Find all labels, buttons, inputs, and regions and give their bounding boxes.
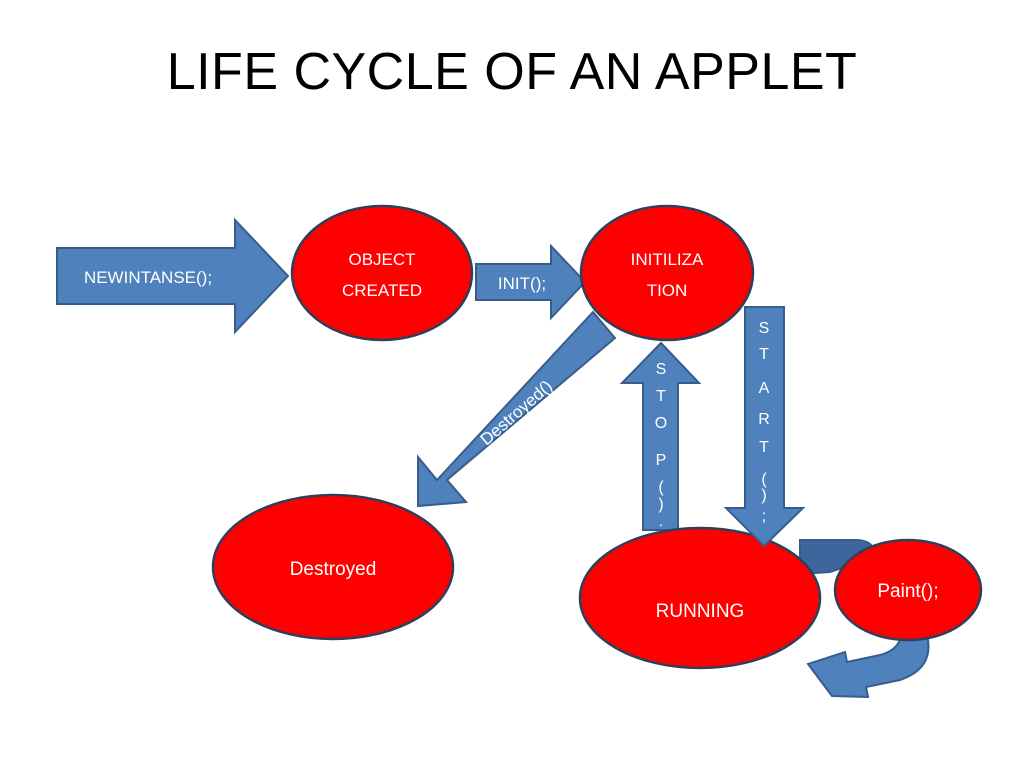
paint-node-label: Paint(); xyxy=(877,581,938,602)
start-arrow: S T A R T ( ) ; xyxy=(723,306,806,548)
stop-letter: ( xyxy=(658,479,664,496)
stop-letter: S xyxy=(656,361,667,378)
destroyed-node: Destroyed xyxy=(211,493,455,641)
start-letter: R xyxy=(758,411,770,428)
destroyed-arrow: Destroyed() xyxy=(417,310,617,508)
destroyed-arrow-label: Destroyed() xyxy=(477,377,556,450)
stop-letter: O xyxy=(655,415,667,432)
object-created-label-line2: CREATED xyxy=(342,281,422,300)
start-letter: ) xyxy=(761,487,766,504)
stop-letter: ; xyxy=(659,520,663,537)
stop-letter: P xyxy=(656,452,667,469)
start-letter: S xyxy=(759,320,770,337)
initialization-node: INITILIZA TION xyxy=(579,204,755,342)
start-letter: T xyxy=(759,439,769,456)
running-node: RUNNING xyxy=(578,526,822,670)
object-created-label-line1: OBJECT xyxy=(348,250,415,269)
stop-letter: T xyxy=(656,388,666,405)
start-letter: A xyxy=(759,380,770,397)
destroyed-node-label: Destroyed xyxy=(290,559,377,580)
stop-letter: ) xyxy=(658,496,663,513)
slide-title: LIFE CYCLE OF AN APPLET xyxy=(166,43,858,101)
stop-arrow: S T O P ( ) ; xyxy=(619,341,702,537)
initialization-label-line1: INITILIZA xyxy=(631,250,704,269)
init-arrow: INIT(); xyxy=(475,243,587,321)
newinstance-arrow: NEWINTANSE(); xyxy=(56,217,290,335)
running-node-label: RUNNING xyxy=(656,601,745,622)
paint-loop-arrow xyxy=(799,539,930,699)
object-created-node: OBJECT CREATED xyxy=(290,204,474,342)
paint-node: Paint(); xyxy=(833,538,983,642)
newinstance-arrow-label: NEWINTANSE(); xyxy=(84,268,212,287)
initialization-label-line2: TION xyxy=(647,281,688,300)
init-arrow-label: INIT(); xyxy=(498,274,546,293)
start-letter: ( xyxy=(761,471,767,488)
start-letter: T xyxy=(759,346,769,363)
start-letter: ; xyxy=(762,508,766,525)
